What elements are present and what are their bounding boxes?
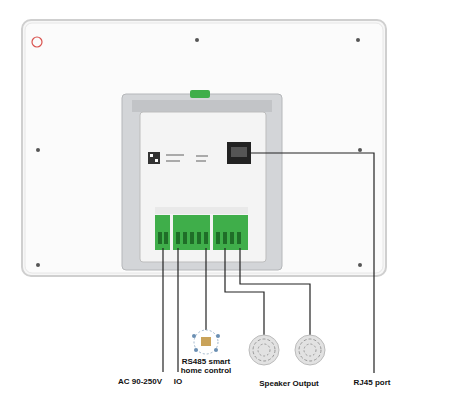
mount-bracket [122,94,282,270]
terminal-block [155,215,248,250]
speaker-label: Speaker Output [259,379,319,388]
power-label: AC 90-250V [118,377,162,386]
rj45-jack [227,142,251,164]
leader-lines [163,153,374,373]
panel-inner [25,23,383,273]
rs485-label: RS485 smart home control [180,357,232,375]
bracket-rail [132,100,272,112]
logo-mark [32,37,42,47]
green-clip [190,90,210,98]
io-label: IO [174,377,182,386]
qr-code [148,152,160,164]
speaker-icon [249,335,325,365]
module-body [140,112,266,262]
home-control-icon [192,330,220,354]
screw-holes [36,38,362,270]
panel-back [22,20,386,276]
rj45-label: RJ45 port [354,378,391,387]
